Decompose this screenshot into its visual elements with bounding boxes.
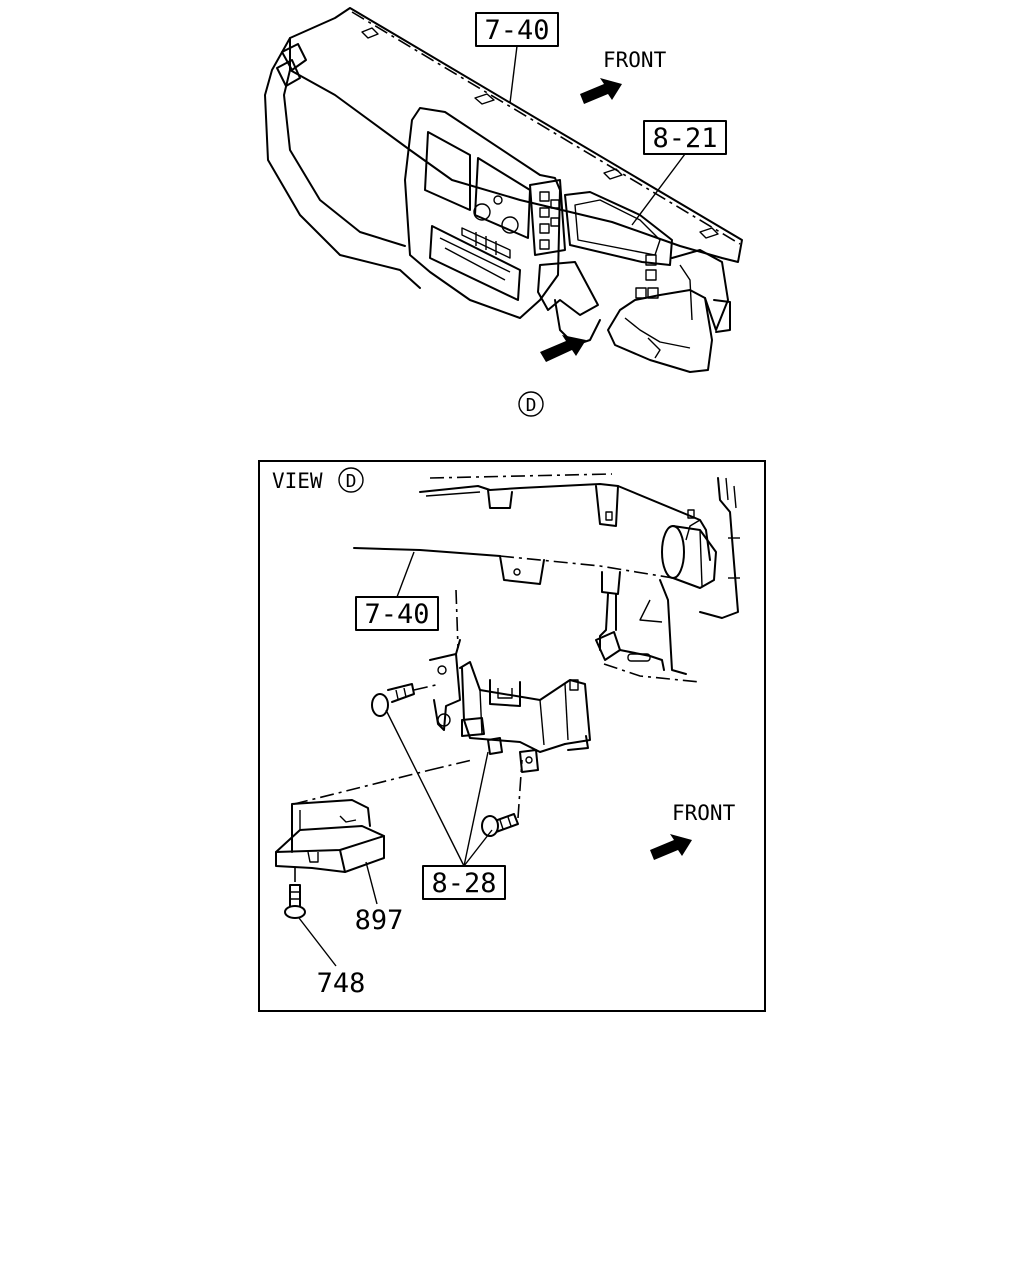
ref-8-21-text: 8-21 [652, 123, 717, 154]
front-arrow-detail-icon [650, 834, 692, 860]
view-arrow-icon [540, 335, 586, 362]
bolt-8-28-upper [371, 683, 441, 717]
front-indicator-detail: FRONT [650, 801, 736, 860]
view-marker-detail: D [346, 471, 357, 492]
ref-7-40-detail-callout: 7-40 [355, 551, 439, 631]
module-897-drawing [275, 759, 473, 873]
front-indicator-top: FRONT [580, 48, 667, 104]
view-d-indicator: D [518, 335, 586, 417]
view-marker-top: D [526, 395, 537, 416]
ref-7-40-detail-text: 7-40 [364, 599, 429, 630]
ref-8-28-text: 8-28 [431, 868, 496, 899]
part-897-text: 897 [355, 905, 404, 936]
front-label-top: FRONT [603, 48, 667, 72]
bracket-assembly-drawing [353, 473, 740, 773]
bolt-748-drawing [284, 868, 306, 919]
part-748-text: 748 [317, 968, 366, 999]
ref-7-40-top-callout: 7-40 [475, 12, 559, 104]
part-748-label: 748 [298, 917, 366, 999]
ref-8-21-callout: 8-21 [631, 120, 727, 226]
bolt-8-28-lower [481, 759, 523, 837]
detail-frame [258, 460, 766, 1012]
ref-7-40-top-text: 7-40 [484, 15, 549, 46]
view-title: VIEW [272, 469, 323, 493]
front-label-detail: FRONT [672, 801, 736, 825]
detail-view-title: VIEW D [272, 467, 364, 493]
front-arrow-icon [580, 78, 622, 104]
part-897-label: 897 [355, 861, 404, 936]
ref-8-28-callout: 8-28 [385, 709, 506, 900]
instrument-panel-drawing [264, 7, 743, 373]
